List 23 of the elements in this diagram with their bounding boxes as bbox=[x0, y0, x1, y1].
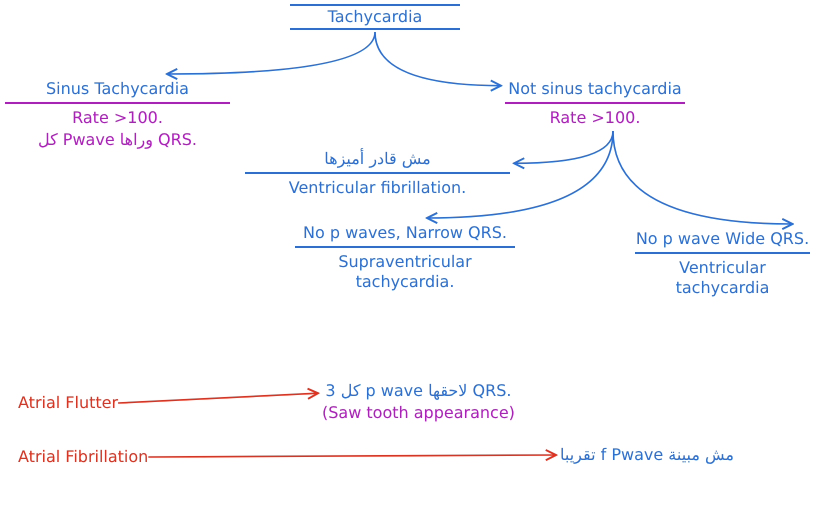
node-heading: Atrial Fibrillation bbox=[18, 446, 148, 468]
node-heading: No p wave Wide QRS. bbox=[635, 228, 810, 254]
node-heading: تقريبا f Pwave مش مبينة bbox=[560, 444, 734, 466]
arrow bbox=[426, 130, 614, 224]
arrow bbox=[148, 448, 557, 462]
node-text: Ventricular tachycardia bbox=[674, 257, 770, 299]
arrow bbox=[166, 32, 376, 80]
node-heading: Sinus Tachycardia bbox=[5, 78, 230, 104]
node-heading: No p waves, Narrow QRS. bbox=[295, 222, 515, 248]
node-text: Rate >100. bbox=[548, 107, 642, 129]
node-heading: مش قادر أميزها bbox=[245, 148, 510, 174]
arrow bbox=[612, 130, 794, 230]
node-heading: Atrial Flutter bbox=[18, 392, 118, 414]
node-heading: Not sinus tachycardia bbox=[505, 78, 685, 104]
arrow bbox=[374, 32, 502, 92]
node-text: (Saw tooth appearance) bbox=[322, 402, 515, 424]
arrow bbox=[118, 388, 319, 404]
node-text: كل Pwave وراها QRS. bbox=[36, 129, 198, 151]
node-text: Supraventricular tachycardia. bbox=[337, 251, 473, 293]
node-text: Ventricular fibrillation. bbox=[288, 177, 468, 199]
node-heading: كل 3 p wave لاحقها QRS. bbox=[324, 380, 512, 402]
node-heading: Tachycardia bbox=[326, 6, 424, 28]
node-text: Rate >100. bbox=[71, 107, 164, 129]
